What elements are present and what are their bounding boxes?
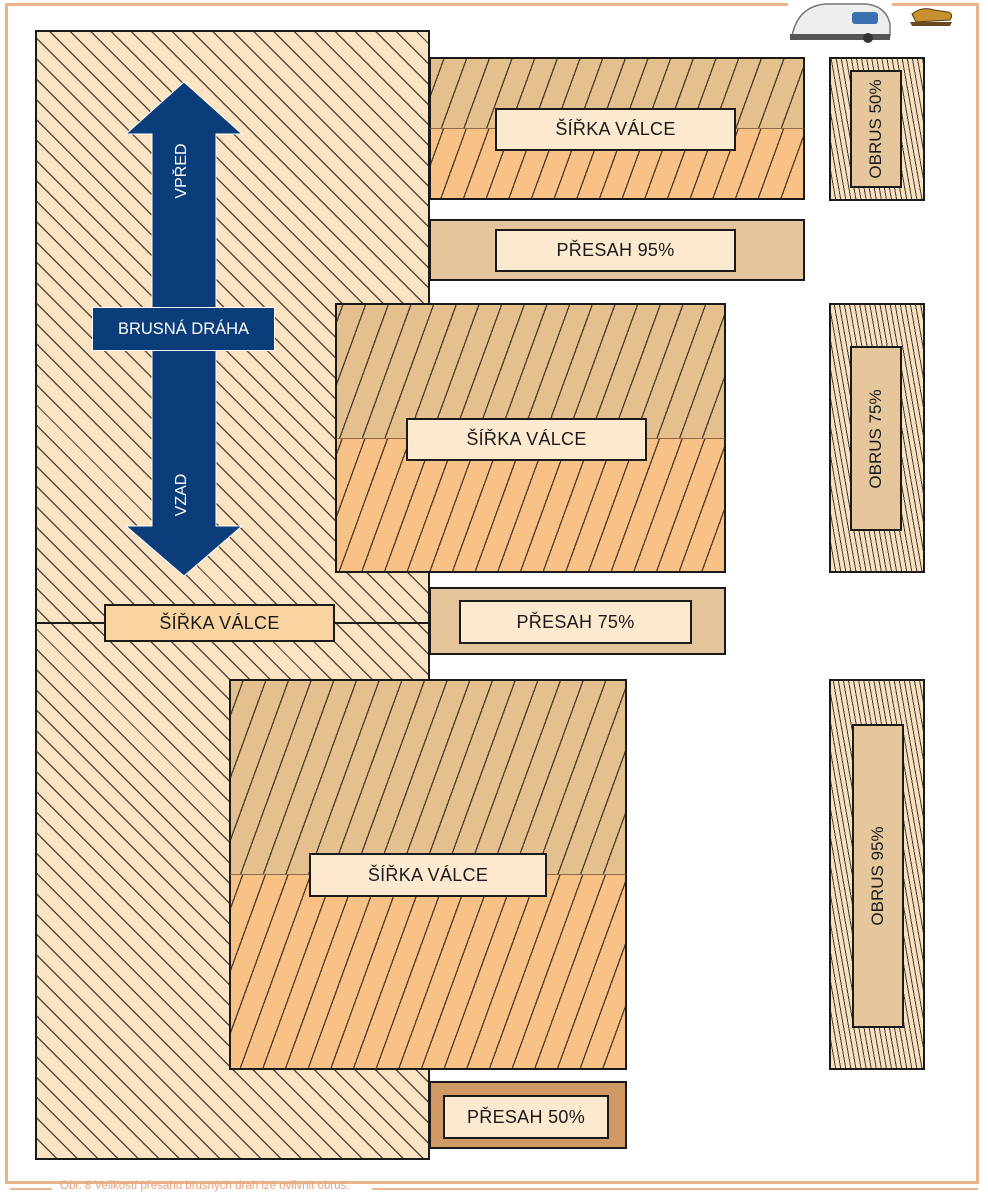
wear-50-label: OBRUS 50%: [866, 79, 885, 179]
roller-2-width-label: ŠÍŘKA VÁLCE: [406, 418, 647, 461]
caption-rule-left: [10, 1188, 52, 1190]
overlap-50-label: PŘESAH 50%: [443, 1095, 609, 1139]
strip-width-label: ŠÍŘKA VÁLCE: [104, 604, 335, 642]
sanding-machine-icon: [788, 0, 953, 43]
roller-3-width-label: ŠÍŘKA VÁLCE: [309, 853, 547, 897]
roller-2-bottom-half: [335, 438, 726, 573]
figure-caption: Obr. 8 Velikostí přesahu brusných drah l…: [60, 1180, 350, 1192]
wear-75-label: OBRUS 75%: [866, 388, 885, 489]
forward-label-box: VPŘED: [160, 136, 204, 206]
wear-95-label-box: OBRUS 95%: [852, 724, 904, 1028]
figure-frame: [5, 3, 979, 1184]
overlap-75-label: PŘESAH 75%: [459, 600, 692, 644]
wear-75-label-box: OBRUS 75%: [850, 346, 902, 531]
roller-2-top-half: [335, 303, 726, 439]
roller-3-bottom-half: [229, 874, 627, 1070]
overlap-95-label: PŘESAH 95%: [495, 229, 736, 272]
backward-label-box: VZAD: [160, 460, 204, 530]
roller-1-width-label: ŠÍŘKA VÁLCE: [495, 108, 736, 151]
sanding-path-label: BRUSNÁ DRÁHA: [92, 307, 275, 351]
wear-95-label: OBRUS 95%: [868, 826, 887, 926]
roller-3-top-half: [229, 679, 627, 875]
caption-rule-right: [372, 1188, 978, 1190]
forward-label: VPŘED: [173, 143, 190, 199]
backward-label: VZAD: [173, 473, 190, 517]
wear-50-label-box: OBRUS 50%: [850, 70, 902, 188]
